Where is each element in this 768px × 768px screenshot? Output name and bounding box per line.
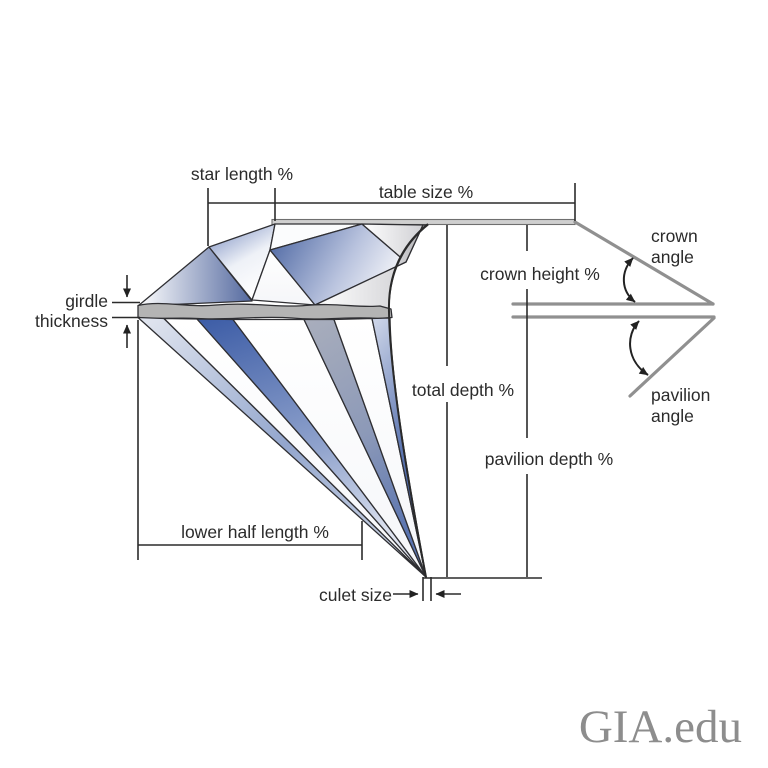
pavilion-angle-slope-line <box>628 316 716 398</box>
culet-size-label: culet size <box>319 585 392 605</box>
total-depth-label: total depth % <box>412 380 514 400</box>
labels: star length % table size % crown angle c… <box>35 164 742 753</box>
crown-angle-slope-line <box>573 220 715 306</box>
pavilion-angle-label-line1: pavilion <box>651 385 710 405</box>
angle-arcs <box>622 257 649 376</box>
center-cut-curve <box>387 223 429 578</box>
girdle-label-line1: girdle <box>65 291 108 311</box>
crown-angle-arc <box>622 257 636 303</box>
crown-angle-label-line2: angle <box>651 247 694 267</box>
ghost-outline <box>271 218 716 398</box>
diamond-cross-section <box>137 223 429 578</box>
pavilion-angle-label-line2: angle <box>651 406 694 426</box>
girdle-label-line2: thickness <box>35 311 108 331</box>
crown-height-label: crown height % <box>480 264 600 284</box>
lower-half-length-label: lower half length % <box>181 522 329 542</box>
pavilion-depth-label: pavilion depth % <box>485 449 613 469</box>
crown-angle-label-line1: crown <box>651 226 698 246</box>
pavilion-angle-arc <box>629 320 649 376</box>
gia-edu-logo: GIA.edu <box>579 701 742 753</box>
table-size-label: table size % <box>379 182 473 202</box>
dimension-lines <box>112 183 576 601</box>
star-length-label: star length % <box>191 164 293 184</box>
girdle-band <box>137 302 393 320</box>
